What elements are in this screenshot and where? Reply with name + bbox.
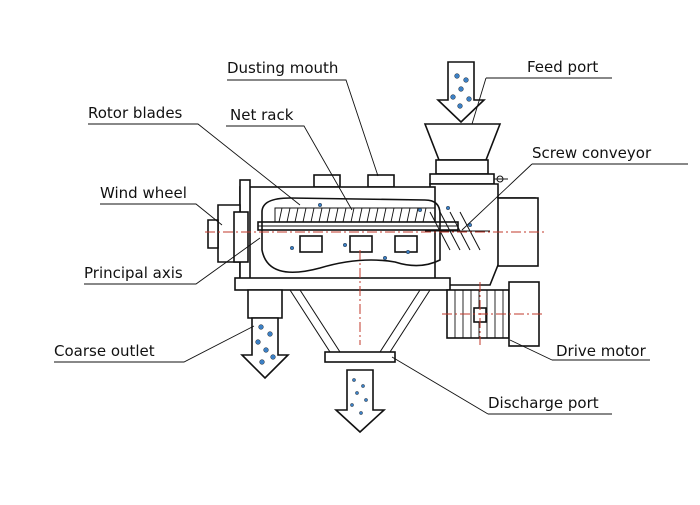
label-screw-conveyor: Screw conveyor	[532, 144, 652, 162]
label-discharge-port: Discharge port	[488, 394, 599, 412]
labels: Dusting mouth Feed port Rotor blades Net…	[54, 58, 652, 412]
net-rack	[261, 197, 441, 274]
label-rotor-blades: Rotor blades	[88, 104, 183, 122]
leader-lines	[54, 77, 688, 415]
label-wind-wheel: Wind wheel	[100, 184, 187, 202]
material-particles	[255, 73, 473, 415]
label-coarse-outlet: Coarse outlet	[54, 342, 155, 360]
screw-conveyor-housing	[429, 183, 539, 286]
feed-inlet-arrow	[436, 61, 486, 124]
wind-wheel	[207, 204, 249, 263]
label-feed-port: Feed port	[527, 58, 598, 76]
label-net-rack: Net rack	[230, 106, 294, 124]
dusting-mouth	[313, 174, 395, 188]
screw-conveyor	[425, 211, 490, 251]
centerlines	[205, 231, 545, 345]
label-dusting-mouth: Dusting mouth	[227, 59, 338, 77]
label-drive-motor: Drive motor	[556, 342, 647, 360]
rotor-blades	[274, 207, 436, 223]
label-principal-axis: Principal axis	[84, 264, 183, 282]
discharge-outlet-arrow	[333, 369, 387, 434]
coarse-outlet-chute	[247, 289, 283, 319]
discharge-hopper	[289, 289, 431, 363]
feed-hopper	[423, 123, 508, 185]
